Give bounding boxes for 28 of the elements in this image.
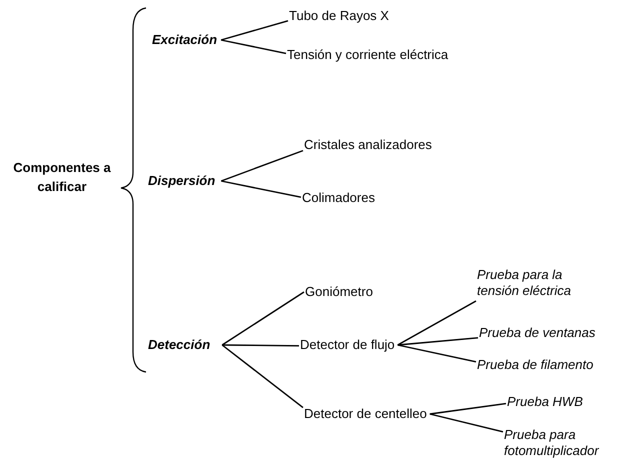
branch-line: [220, 20, 288, 41]
component-label: Tubo de Rayos X: [289, 8, 389, 24]
branch-line: [430, 402, 506, 415]
test-label: Prueba de filamento: [477, 357, 594, 373]
category-label: Dispersión: [148, 173, 216, 189]
test-label: Prueba HWB: [507, 394, 583, 410]
branch-line: [222, 344, 304, 408]
test-label: Prueba para la tensión eléctrica: [477, 267, 602, 299]
branch-line: [397, 300, 476, 346]
component-label: Detector de flujo: [300, 337, 395, 353]
branch-line: [398, 337, 478, 346]
category-label: Excitación: [152, 32, 218, 48]
branch-line: [430, 413, 504, 432]
component-label: Goniómetro: [305, 284, 373, 300]
branch-line: [222, 344, 299, 346]
test-label: Prueba de ventanas: [479, 325, 596, 341]
test-label: Prueba para fotomultiplicador: [504, 427, 624, 459]
component-label: Tensión y corriente eléctrica: [287, 47, 448, 63]
branch-line: [221, 180, 302, 198]
component-label: Cristales analizadores: [304, 137, 432, 153]
component-label: Colimadores: [302, 190, 375, 206]
branch-line: [220, 150, 304, 182]
topic-label: Componentes a calificar: [8, 158, 116, 196]
branch-line: [222, 291, 304, 346]
component-label: Detector de centelleo: [304, 406, 427, 422]
branch-line: [220, 39, 286, 54]
branch-line: [398, 344, 476, 362]
category-label: Detección: [148, 337, 210, 353]
